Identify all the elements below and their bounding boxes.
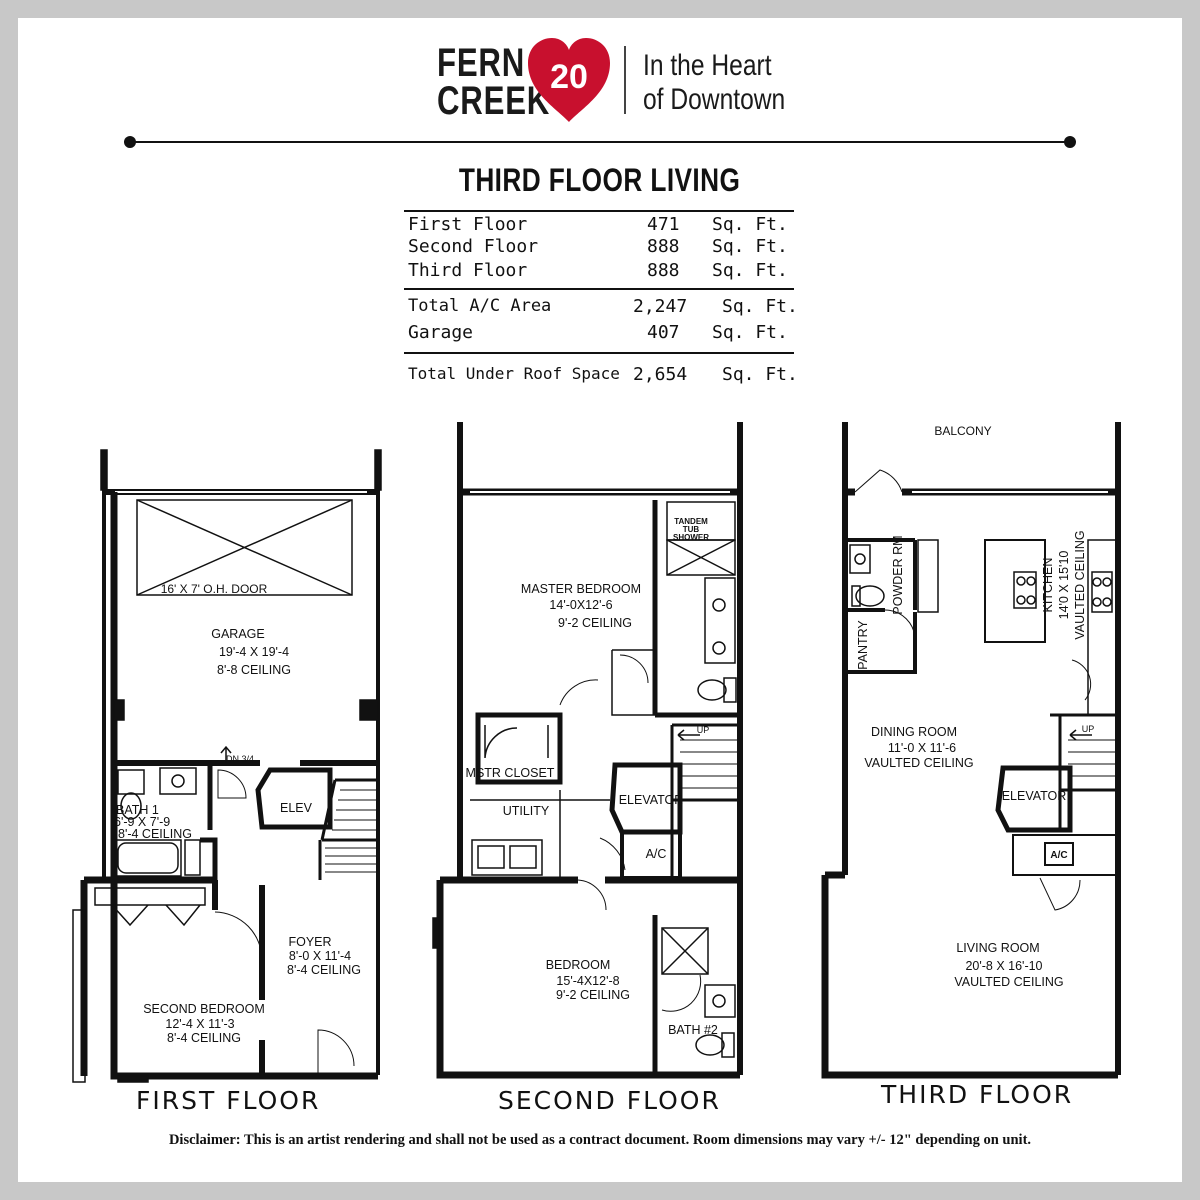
dn-label: DN 3/4 [226, 754, 254, 764]
area-label-first: First Floor [408, 214, 528, 235]
second-floor-label: SECOND FLOOR [498, 1086, 721, 1115]
master-bedroom-ceiling: 9'-2 CEILING [558, 616, 632, 630]
second-floor-plan: TANDEM TUB SHOWER [432, 422, 743, 1079]
third-floor-plan: BALCONY [821, 422, 1121, 1079]
master-bedroom-dim: 14'-0X12'-6 [549, 598, 612, 612]
bath1-label: BATH 1 [116, 803, 159, 817]
elev-label: ELEV [280, 801, 313, 815]
garage-ceiling: 8'-8 CEILING [217, 663, 291, 677]
foyer-dim: 8'-0 X 11'-4 [289, 949, 351, 963]
garage-door-label: 16' X 7' O.H. DOOR [161, 582, 268, 596]
page-title: THIRD FLOOR LIVING [459, 162, 741, 198]
area-value-garage: 407 [647, 322, 680, 343]
area-unit-second: Sq. Ft. [712, 236, 788, 257]
area-value-first: 471 [647, 214, 680, 235]
tub-label-2: TUB [683, 525, 700, 534]
area-label-third: Third Floor [408, 260, 528, 281]
second-bedroom-label: SECOND BEDROOM [143, 1002, 265, 1016]
area-label-under-roof: Total Under Roof Space [408, 364, 620, 383]
brand-tagline-1: In the Heart [643, 49, 772, 82]
dining-room-ceiling: VAULTED CEILING [864, 756, 973, 770]
bath1-dim: 6'-9 X 7'-9 [114, 815, 170, 829]
bedroom-label: BEDROOM [546, 958, 611, 972]
brand-number: 20 [550, 58, 588, 96]
third-elevator-label: ELEVATOR [1002, 789, 1067, 803]
living-room-label: LIVING ROOM [956, 941, 1039, 955]
balcony-label: BALCONY [934, 424, 991, 438]
kitchen-dim: 14'0 X 15'10 [1057, 551, 1071, 620]
table-rule [404, 288, 794, 290]
table-rule [404, 352, 794, 354]
area-label-second: Second Floor [408, 236, 539, 257]
tub-label-3: SHOWER [673, 533, 709, 542]
bath1-ceiling: 8'-4 CEILING [118, 827, 192, 841]
bedroom-dim: 15'-4X12'-8 [556, 974, 619, 988]
area-unit-third: Sq. Ft. [712, 260, 788, 281]
area-unit-first: Sq. Ft. [712, 214, 788, 235]
kitchen-ceiling: VAULTED CEILING [1073, 530, 1087, 639]
area-unit-garage: Sq. Ft. [712, 322, 788, 343]
kitchen-label: KITCHEN [1041, 558, 1055, 613]
area-value-third: 888 [647, 260, 680, 281]
area-value-second: 888 [647, 236, 680, 257]
second-up-label: UP [697, 725, 710, 735]
area-value-under-roof: 2,654 [633, 364, 688, 385]
area-unit-total-ac: Sq. Ft. [722, 296, 798, 317]
area-value-total-ac: 2,247 [633, 296, 688, 317]
foyer-label: FOYER [288, 935, 331, 949]
area-label-total-ac: Total A/C Area [408, 296, 552, 316]
area-unit-under-roof: Sq. Ft. [722, 364, 798, 385]
third-floor-label: THIRD FLOOR [881, 1080, 1074, 1109]
second-elevator-label: ELEVATOR [619, 793, 684, 807]
garage-label: GARAGE [211, 627, 265, 641]
bath2-label: BATH #2 [668, 1023, 718, 1037]
living-room-dim: 20'-8 X 16'-10 [965, 959, 1042, 973]
first-floor-label: FIRST FLOOR [136, 1086, 321, 1115]
bedroom-ceiling: 9'-2 CEILING [556, 988, 630, 1002]
garage-dim: 19'-4 X 19'-4 [219, 645, 289, 659]
first-floor-plan: 16' X 7' O.H. DOOR [72, 449, 382, 1083]
foyer-ceiling: 8'-4 CEILING [287, 963, 361, 977]
pantry-label: PANTRY [856, 620, 870, 670]
heart-icon: 20 [528, 38, 610, 122]
disclaimer: Disclaimer: This is an artist rendering … [168, 1132, 1032, 1148]
second-ac-label: A/C [646, 847, 667, 861]
master-closet-label: MSTR CLOSET [466, 766, 555, 780]
third-ac-label: A/C [1050, 850, 1067, 861]
powder-room-label: POWDER RM [891, 535, 905, 614]
area-label-garage: Garage [408, 322, 474, 343]
table-rule [404, 210, 794, 212]
second-bedroom-dim: 12'-4 X 11'-3 [165, 1017, 234, 1031]
master-bedroom-label: MASTER BEDROOM [521, 582, 641, 596]
header-separator [124, 136, 1076, 148]
brand-word-creek: CREEK [437, 79, 551, 123]
brand-word-fern: FERN [437, 41, 526, 85]
second-bedroom-ceiling: 8'-4 CEILING [167, 1031, 241, 1045]
brand-tagline-2: of Downtown [643, 83, 786, 116]
third-up-label: UP [1082, 724, 1095, 734]
dining-room-label: DINING ROOM [871, 725, 957, 739]
utility-label: UTILITY [503, 804, 550, 818]
living-room-ceiling: VAULTED CEILING [954, 975, 1063, 989]
tub-label-1: TANDEM [674, 517, 708, 526]
brand-divider [624, 46, 626, 114]
dining-room-dim: 11'-0 X 11'-6 [888, 741, 956, 755]
